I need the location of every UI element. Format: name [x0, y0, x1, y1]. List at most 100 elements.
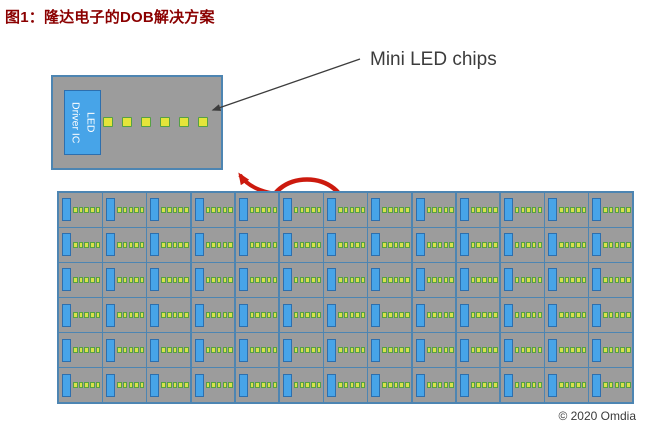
inset-zoom-panel: LED Driver IC: [51, 75, 223, 170]
led-driver-ic: LED Driver IC: [64, 90, 101, 155]
cell-led-chip: [608, 241, 614, 249]
cell-led-chip: [537, 381, 543, 389]
cell-driver-ic: [415, 268, 425, 292]
cell-led-chip: [520, 381, 526, 389]
cell-driver-ic: [592, 198, 602, 222]
panel-cell: [589, 193, 632, 227]
cell-led-chip: [228, 311, 233, 319]
cell-led-chip: [211, 346, 216, 354]
cell-chip-row: [73, 311, 101, 319]
cell-led-chip: [316, 381, 322, 389]
panel-cell: [589, 298, 632, 332]
cell-led-chip: [311, 311, 316, 319]
mini-led-chip: [103, 117, 113, 127]
cell-chip-row: [426, 381, 454, 389]
cell-driver-ic: [459, 233, 469, 257]
cell-led-chip: [139, 346, 145, 354]
cell-led-chip: [432, 276, 437, 284]
cell-led-chip: [272, 346, 278, 354]
cell-led-chip: [293, 311, 299, 319]
cell-led-chip: [338, 241, 343, 249]
cell-led-chip: [537, 241, 543, 249]
cell-led-chip: [520, 346, 526, 354]
cell-led-chip: [172, 381, 178, 389]
cell-led-chip: [388, 381, 393, 389]
cell-led-chip: [272, 206, 278, 214]
cell-led-chip: [167, 311, 172, 319]
cell-led-chip: [134, 381, 139, 389]
cell-led-chip: [537, 346, 543, 354]
cell-led-chip: [222, 381, 228, 389]
panel-cell: [500, 193, 544, 227]
cell-led-chip: [117, 276, 122, 284]
panel-cell: [412, 368, 456, 402]
cell-chip-row: [338, 241, 366, 249]
cell-driver-ic: [371, 198, 381, 222]
panel-cell: [368, 193, 412, 227]
cell-led-chip: [470, 276, 476, 284]
cell-led-chip: [211, 206, 216, 214]
panel-cell: [589, 333, 632, 367]
cell-driver-ic: [459, 198, 469, 222]
cell-chip-row: [514, 311, 543, 319]
cell-led-chip: [620, 276, 625, 284]
cell-led-chip: [443, 276, 449, 284]
cell-led-chip: [514, 346, 520, 354]
cell-led-chip: [514, 311, 520, 319]
cell-led-chip: [360, 311, 366, 319]
cell-chip-row: [603, 311, 631, 319]
cell-led-chip: [316, 276, 322, 284]
cell-led-chip: [437, 381, 443, 389]
cell-led-chip: [620, 346, 625, 354]
panel-cell: [456, 368, 500, 402]
cell-led-chip: [620, 241, 625, 249]
cell-chip-row: [426, 206, 454, 214]
cell-led-chip: [299, 346, 305, 354]
cell-driver-ic: [106, 268, 116, 292]
panel-cell: [59, 263, 102, 297]
cell-led-chip: [608, 346, 614, 354]
cell-chip-row: [205, 241, 233, 249]
panel-cell: [368, 263, 412, 297]
cell-chip-row: [470, 381, 498, 389]
cell-chip-row: [249, 346, 278, 354]
cell-led-chip: [399, 206, 404, 214]
cell-led-chip: [564, 346, 570, 354]
cell-chip-row: [73, 241, 101, 249]
cell-chip-row: [117, 276, 145, 284]
cell-led-chip: [95, 206, 101, 214]
cell-chip-row: [338, 346, 366, 354]
cell-led-chip: [178, 381, 183, 389]
cell-driver-ic: [592, 338, 602, 362]
cell-led-chip: [172, 206, 178, 214]
cell-led-chip: [405, 311, 410, 319]
panel-cell: [412, 333, 456, 367]
cell-driver-ic: [282, 338, 292, 362]
cell-led-chip: [73, 346, 78, 354]
cell-led-chip: [570, 346, 575, 354]
cell-led-chip: [161, 241, 166, 249]
cell-led-chip: [482, 381, 487, 389]
mini-led-chip: [122, 117, 132, 127]
cell-driver-ic: [150, 338, 160, 362]
cell-led-chip: [216, 381, 222, 389]
cell-driver-ic: [592, 373, 602, 397]
cell-led-chip: [343, 346, 349, 354]
cell-led-chip: [405, 206, 410, 214]
cell-led-chip: [134, 311, 139, 319]
cell-led-chip: [293, 381, 299, 389]
panel-cell: [589, 228, 632, 262]
panel-cell: [191, 228, 235, 262]
cell-chip-row: [205, 311, 233, 319]
cell-led-chip: [117, 311, 122, 319]
cell-driver-ic: [62, 233, 71, 257]
cell-chip-row: [338, 276, 366, 284]
cell-led-chip: [432, 241, 437, 249]
cell-led-chip: [90, 206, 95, 214]
cell-led-chip: [437, 311, 443, 319]
cell-led-chip: [184, 206, 189, 214]
cell-chip-row: [603, 381, 631, 389]
cell-led-chip: [405, 381, 410, 389]
cell-led-chip: [90, 346, 95, 354]
